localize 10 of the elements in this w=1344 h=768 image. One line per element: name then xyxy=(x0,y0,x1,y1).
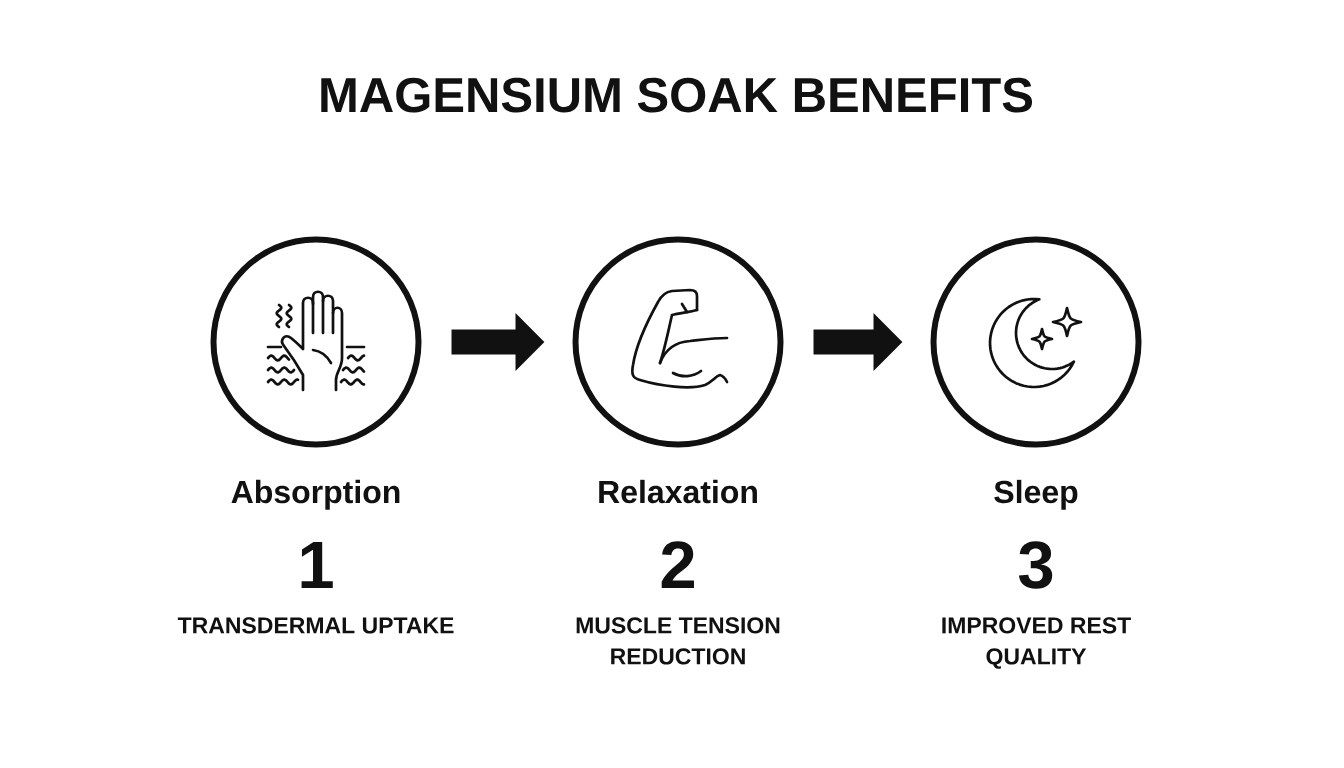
step-number: 3 xyxy=(1018,541,1053,589)
step-title: Absorption xyxy=(231,479,400,510)
title: MAGENSIUM SOAK BENEFITS xyxy=(321,77,1033,113)
step-title: Relaxation xyxy=(599,479,757,504)
step-number: 1 xyxy=(301,541,333,588)
step-title: Sleep xyxy=(994,479,1078,510)
step-caption: IMPROVED REST QUALITY xyxy=(942,617,1131,669)
step-caption: TRANSDERMAL UPTAKE xyxy=(177,617,454,634)
step-caption: MUSCLE TENSION REDUCTION xyxy=(576,617,780,665)
step-number: 2 xyxy=(661,541,694,588)
